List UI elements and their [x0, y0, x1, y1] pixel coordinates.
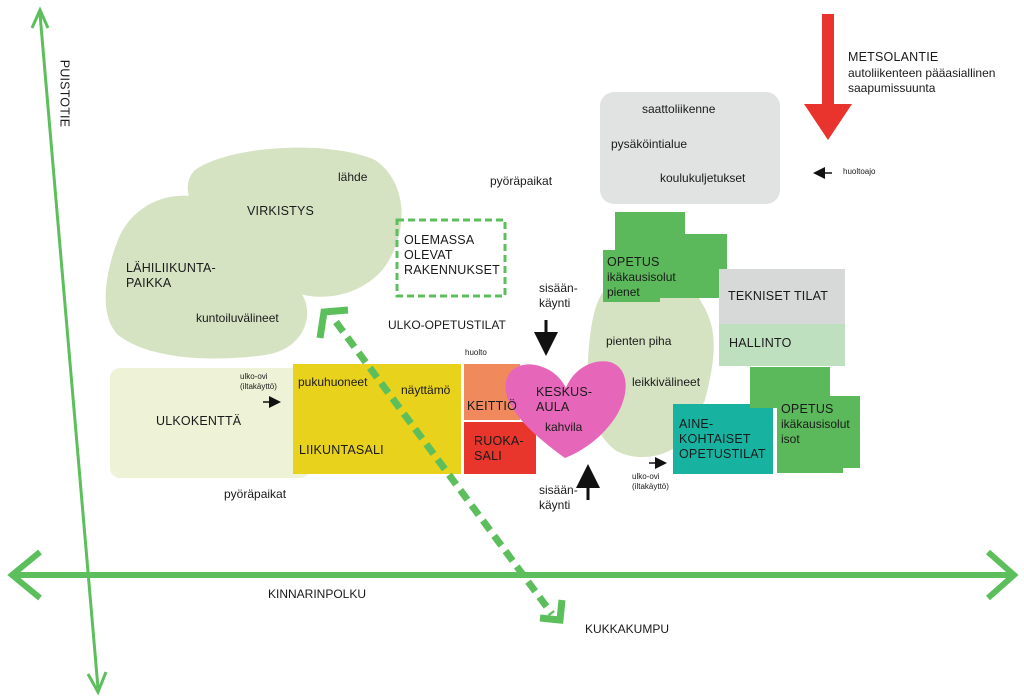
label-pyorapaikat-bottom: pyöräpaikat	[224, 487, 287, 501]
label-opetus-isot-desc: ikäkausisolut isot	[781, 417, 850, 446]
label-pysakointialue: pysäköintialue	[611, 137, 688, 151]
label-puistotie: PUISTOTIE	[57, 59, 72, 128]
label-virkistys: VIRKISTYS	[247, 204, 315, 218]
label-opetus-pienet: OPETUS	[607, 255, 660, 269]
label-leikkivalineet: leikkivälineet	[632, 375, 701, 389]
label-olemassa: OLEMASSA OLEVAT RAKENNUKSET	[404, 233, 500, 277]
label-sisaankaynti-top: sisään- käynti	[539, 281, 578, 310]
label-kuntoiluvalineet: kuntoiluvälineet	[196, 311, 279, 325]
existing-buildings-box	[395, 218, 507, 298]
label-pyorapaikat-top: pyöräpaikat	[490, 174, 553, 188]
label-ulko-opetustilat: ULKO-OPETUSTILAT	[388, 318, 506, 332]
label-aine: AINE- KOHTAISET OPETUSTILAT	[679, 417, 766, 461]
label-kukkakumpu: KUKKAKUMPU	[585, 622, 670, 636]
label-keittio: KEITTIÖ	[467, 399, 518, 413]
keskusaula-heart	[505, 361, 626, 458]
opetus-pienet-block	[603, 212, 727, 302]
opetus-isot-block	[750, 367, 860, 473]
label-opetus-pienet-desc: ikäkausisolut pienet	[607, 270, 676, 299]
label-kahvila: kahvila	[545, 420, 583, 434]
metsolantie-arrow	[804, 14, 852, 140]
hallinto-block	[719, 324, 845, 366]
tekniset-tilat-block	[719, 269, 845, 324]
label-ulko-ovi-left: ulko-ovi (iltakäyttö)	[240, 372, 277, 391]
small-arrows	[263, 167, 832, 469]
ruokasali-block	[464, 422, 536, 474]
label-saattoliikenne: saattoliikenne	[642, 102, 716, 116]
lahiliikuntapaikka-area	[105, 195, 308, 359]
liikuntasali-block	[293, 364, 461, 474]
label-opetus-isot: OPETUS	[781, 402, 834, 416]
label-metsolantie-desc: autoliikenteen pääasiallinen saapumissuu…	[848, 66, 996, 95]
label-keskusaula: KESKUS- AULA	[536, 385, 593, 414]
label-nayttamo: näyttämö	[401, 383, 451, 397]
label-ulko-ovi-right: ulko-ovi (iltakäyttö)	[632, 472, 669, 491]
ulkokentta-area	[110, 368, 310, 478]
label-huoltoajo: huoltoajo	[843, 167, 876, 176]
aine-block	[673, 404, 773, 474]
label-pukuhuoneet: pukuhuoneet	[298, 375, 368, 389]
label-pienten-piha: pienten piha	[606, 334, 672, 348]
label-huolto: huolto	[465, 348, 487, 357]
label-tekniset-tilat: TEKNISET TILAT	[728, 289, 829, 303]
label-ruokasali: RUOKA- SALI	[474, 434, 524, 463]
kinnarinpolku-road	[7, 549, 1019, 601]
label-ulkokentta: ULKOKENTTÄ	[156, 414, 242, 428]
label-kinnarinpolku: KINNARINPOLKU	[268, 587, 367, 601]
label-lahiliikuntapaikka: LÄHILIIKUNTA- PAIKKA	[126, 261, 216, 290]
label-metsolantie: METSOLANTIE	[848, 50, 939, 64]
black-arrows	[534, 320, 600, 500]
label-koulukuljetukset: koulukuljetukset	[660, 171, 746, 185]
label-liikuntasali: LIIKUNTASALI	[299, 443, 384, 457]
kukkakumpu-path	[316, 306, 566, 624]
label-hallinto: HALLINTO	[729, 336, 792, 350]
label-sisaankaynti-bottom: sisään- käynti	[539, 483, 578, 512]
parking-area	[600, 92, 780, 204]
virkistys-area	[187, 147, 402, 297]
label-lahde: lähde	[338, 170, 368, 184]
